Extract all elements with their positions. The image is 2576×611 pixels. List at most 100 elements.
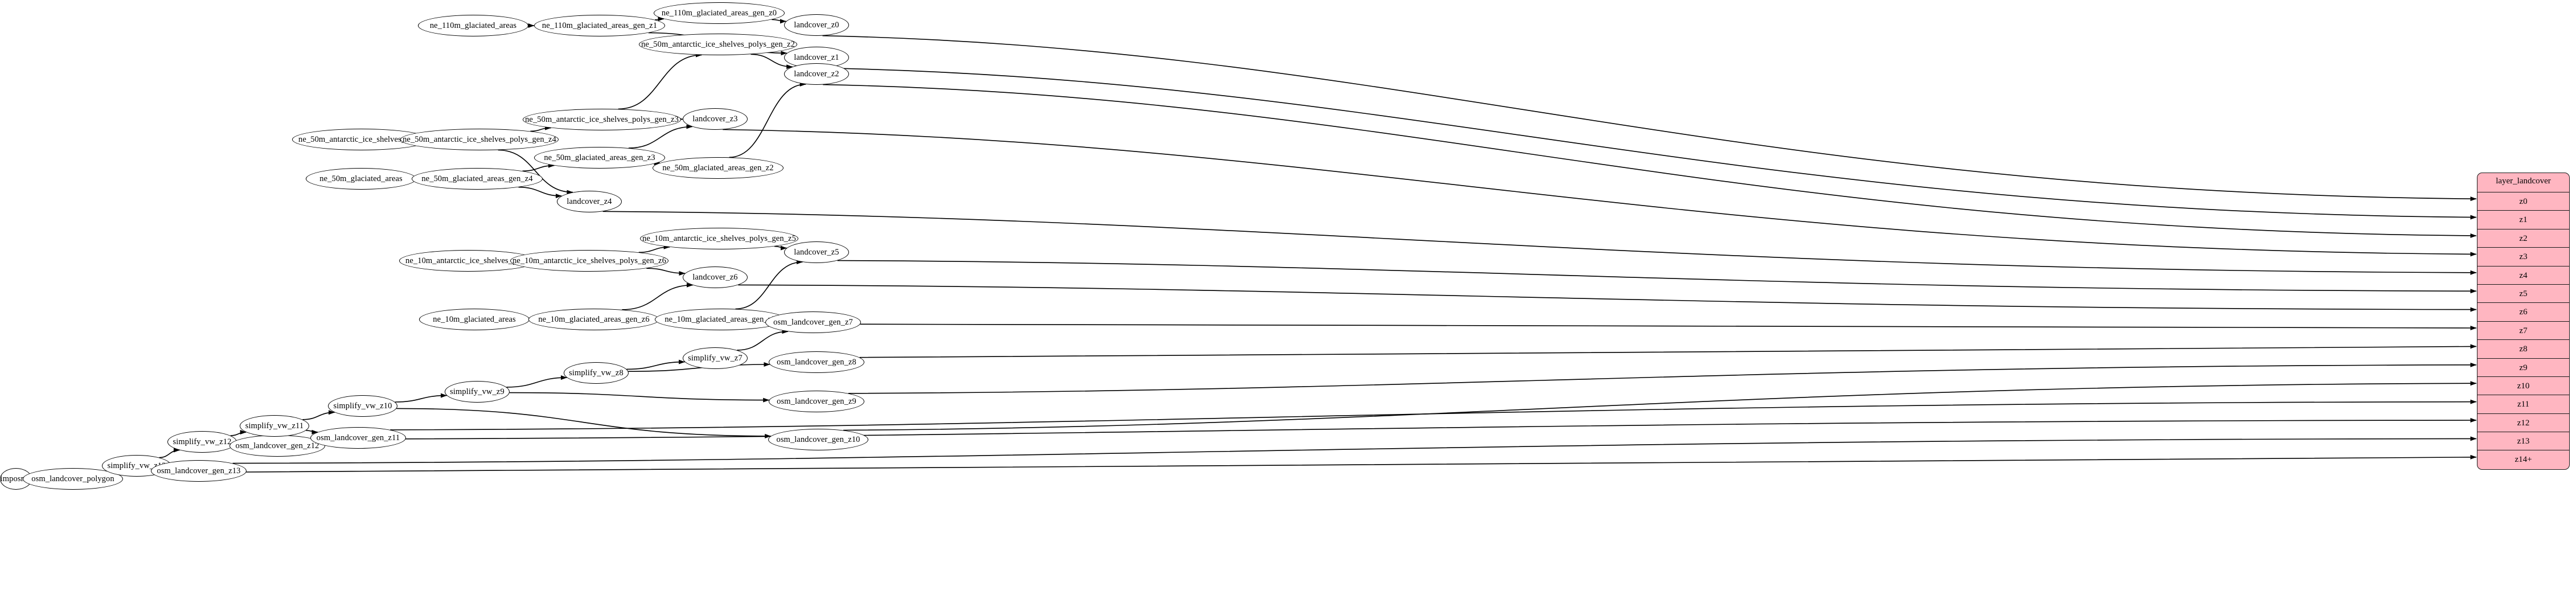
graph-node-osm_landcover_gen_z11[interactable]: osm_landcover_gen_z11: [310, 427, 406, 449]
node-ellipse: [523, 109, 681, 130]
node-ellipse: [445, 381, 510, 403]
graph-node-ne_50m_antarctic_ice_shelves_polys_gen_z4[interactable]: ne_50m_antarctic_ice_shelves_polys_gen_z…: [400, 129, 559, 150]
graph-edge: [396, 408, 772, 438]
graph-node-ne_50m_glaciated_areas_gen_z4[interactable]: ne_50m_glaciated_areas_gen_z4: [412, 168, 543, 190]
table-row-z11[interactable]: z11: [2477, 395, 2569, 414]
node-ellipse: [765, 311, 861, 333]
node-label: osm_landcover_gen_z11: [316, 433, 400, 442]
table-row-z8[interactable]: z8: [2477, 340, 2569, 359]
node-ellipse: [240, 415, 309, 437]
graph-node-landcover_z2[interactable]: landcover_z2: [784, 63, 849, 85]
node-label: simplify_vw_z8: [569, 368, 624, 378]
graph-edge: [626, 359, 686, 370]
graph-edge: [823, 84, 2477, 238]
table-row-z12[interactable]: z12: [2477, 414, 2569, 433]
graph-edge: [737, 329, 789, 351]
node-label: landcover_z2: [794, 69, 839, 79]
table-row-z0[interactable]: z0: [2477, 192, 2569, 211]
graph-node-simplify_vw_z9[interactable]: simplify_vw_z9: [445, 381, 510, 403]
graph-node-ne_10m_glaciated_areas_gen_z5[interactable]: ne_10m_glaciated_areas_gen_z5: [655, 309, 786, 330]
graph-node-osm_landcover_gen_z8[interactable]: osm_landcover_gen_z8: [769, 351, 864, 373]
table-row-z5[interactable]: z5: [2477, 285, 2569, 304]
node-label: ne_50m_antarctic_ice_shelves_polys_gen_z…: [525, 114, 679, 124]
graph-edge: [860, 323, 2477, 330]
graph-node-ne_110m_glaciated_areas_gen_z0[interactable]: ne_110m_glaciated_areas_gen_z0: [654, 2, 785, 24]
graph-node-simplify_vw_z12[interactable]: simplify_vw_z12: [167, 431, 237, 453]
graph-node-landcover_z4[interactable]: landcover_z4: [557, 191, 622, 212]
graph-node-ne_10m_glaciated_areas_gen_z6[interactable]: ne_10m_glaciated_areas_gen_z6: [528, 309, 659, 330]
graph-node-ne_50m_glaciated_areas_gen_z2[interactable]: ne_50m_glaciated_areas_gen_z2: [653, 157, 784, 179]
graph-edge: [230, 430, 247, 436]
graph-node-simplify_vw_z8[interactable]: simplify_vw_z8: [564, 362, 629, 384]
graph-node-osm_landcover_gen_z9[interactable]: osm_landcover_gen_z9: [769, 391, 864, 412]
node-ellipse: [151, 460, 247, 482]
graph-edge: [738, 284, 2477, 312]
node-label: osm_landcover_gen_z12: [235, 441, 319, 450]
graph-edge: [232, 436, 2477, 464]
table-row-z6[interactable]: z6: [2477, 303, 2569, 322]
node-label: ne_50m_antarctic_ice_shelves_polys: [298, 134, 424, 144]
node-label: landcover_z0: [794, 20, 839, 30]
graph-edge: [774, 245, 787, 251]
node-label: ne_50m_glaciated_areas_gen_z2: [662, 163, 774, 173]
graph-edge: [646, 268, 686, 276]
node-label: osm_landcover_gen_z10: [776, 434, 860, 444]
graph-node-osm_landcover_polygon[interactable]: osm_landcover_polygon: [23, 468, 123, 490]
table-row-z13[interactable]: z13: [2477, 432, 2569, 451]
table-row-z7[interactable]: z7: [2477, 322, 2569, 341]
table-row-z9[interactable]: z9: [2477, 359, 2569, 377]
graph-node-osm_landcover_gen_z10[interactable]: osm_landcover_gen_z10: [768, 429, 868, 450]
table-row-z2[interactable]: z2: [2477, 229, 2569, 248]
node-ellipse: [400, 129, 559, 150]
graph-node-landcover_z6[interactable]: landcover_z6: [683, 266, 748, 288]
node-ellipse: [419, 309, 530, 330]
node-ellipse: [229, 435, 325, 457]
graph-node-landcover_z3[interactable]: landcover_z3: [683, 108, 748, 130]
table-row-z1[interactable]: z1: [2477, 211, 2569, 229]
node-label: landcover_z3: [692, 114, 738, 124]
graph-edge: [314, 418, 2477, 440]
table-row-z14plus[interactable]: z14+: [2515, 455, 2532, 465]
node-ellipse: [784, 241, 849, 263]
graph-node-osm_landcover_gen_z12[interactable]: osm_landcover_gen_z12: [229, 435, 325, 457]
graph-node-osm_landcover_gen_z13[interactable]: osm_landcover_gen_z13: [151, 460, 247, 482]
graph-node-ne_10m_antarctic_ice_shelves_polys_gen_z6[interactable]: ne_10m_antarctic_ice_shelves_polys_gen_z…: [510, 250, 668, 272]
node-ellipse: [639, 34, 797, 55]
node-label: ne_10m_glaciated_areas_gen_z5: [664, 314, 776, 324]
graph-node-ne_50m_glaciated_areas_gen_z3[interactable]: ne_50m_glaciated_areas_gen_z3: [534, 147, 665, 169]
graph-node-ne_110m_glaciated_areas[interactable]: ne_110m_glaciated_areas: [418, 15, 528, 36]
node-label: ne_50m_antarctic_ice_shelves_polys_gen_z…: [403, 134, 556, 144]
graph-node-ne_50m_antarctic_ice_shelves_polys_gen_z3[interactable]: ne_50m_antarctic_ice_shelves_polys_gen_z…: [523, 109, 681, 130]
node-ellipse: [564, 362, 629, 384]
graph-node-ne_10m_antarctic_ice_shelves_polys_gen_z5[interactable]: ne_10m_antarctic_ice_shelves_polys_gen_z…: [640, 228, 798, 249]
table-row-z3[interactable]: z3: [2477, 248, 2569, 266]
graph-edge: [735, 260, 803, 310]
node-label: ne_10m_antarctic_ice_shelves_polys: [405, 256, 531, 265]
table-row-z10[interactable]: z10: [2477, 377, 2569, 396]
node-label: ne_50m_antarctic_ice_shelves_polys_gen_z…: [641, 39, 795, 49]
graph-edge: [302, 410, 335, 420]
graph-node-osm_landcover_gen_z7[interactable]: osm_landcover_gen_z7: [765, 311, 861, 333]
table-row-z4[interactable]: z4: [2477, 266, 2569, 285]
graph-node-ne_10m_glaciated_areas[interactable]: ne_10m_glaciated_areas: [419, 309, 530, 330]
node-ellipse: [654, 2, 785, 24]
graph-node-simplify_vw_z11[interactable]: simplify_vw_z11: [240, 415, 309, 437]
graph-edge: [723, 129, 2477, 257]
graph-node-landcover_z5[interactable]: landcover_z5: [784, 241, 849, 263]
graph-node-ne_50m_glaciated_areas[interactable]: ne_50m_glaciated_areas: [306, 168, 416, 190]
node-label: simplify_vw_z10: [333, 401, 392, 411]
graph-node-landcover_z0[interactable]: landcover_z0: [784, 14, 849, 36]
graph-node-ne_110m_glaciated_areas_gen_z1[interactable]: ne_110m_glaciated_areas_gen_z1: [534, 15, 665, 36]
node-ellipse: [655, 309, 786, 330]
graph-node-simplify_vw_z7[interactable]: simplify_vw_z7: [683, 347, 748, 369]
graph-node-simplify_vw_z13[interactable]: simplify_vw_z13: [102, 455, 171, 477]
node-ellipse: [510, 250, 668, 272]
graph-edge: [114, 454, 2477, 474]
node-label: ne_10m_glaciated_areas: [433, 314, 516, 324]
graph-node-simplify_vw_z10[interactable]: simplify_vw_z10: [328, 395, 397, 417]
graph-edge: [518, 186, 562, 199]
node-ellipse: [683, 266, 748, 288]
graph-node-ne_50m_antarctic_ice_shelves_polys_gen_z2[interactable]: ne_50m_antarctic_ice_shelves_polys_gen_z…: [639, 34, 797, 55]
